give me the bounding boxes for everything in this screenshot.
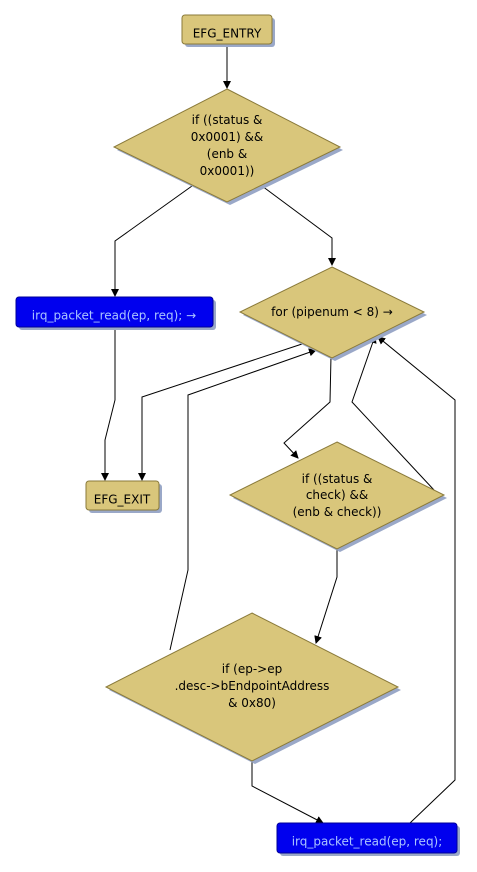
node-condition-endpoint-address-line-1: if (ep->ep [222,662,282,676]
node-condition-check[interactable]: if ((status & check) && (enb & check)) [228,441,447,552]
edge-cond1-to-read1 [111,185,193,297]
edge-read1-to-exit [101,328,116,481]
edges [101,46,456,824]
node-condition-check-line-2: check) && [306,488,368,502]
node-condition-status-enb-line-1: if ((status & [192,113,263,127]
edge-cond2-to-loop [351,335,435,491]
node-condition-status-enb-line-4: 0x0001)) [200,164,255,178]
node-irq-packet-read-1-label: irq_packet_read(ep, req); → [32,309,196,323]
edge-cond2-to-cond3 [314,548,338,644]
node-condition-check-line-1: if ((status & [302,472,373,486]
edge-loop-to-cond2 [283,355,332,459]
edge-read2-to-loop [377,336,456,824]
edge-loop-to-exit [138,343,303,481]
node-condition-status-enb-line-3: (enb & [207,147,247,161]
node-condition-check-line-3: (enb & check)) [293,505,382,519]
node-for-loop[interactable]: for (pipenum < 8) → [238,266,427,361]
node-condition-endpoint-address[interactable]: if (ep->ep .desc->bEndpointAddress & 0x8… [104,612,401,764]
node-irq-packet-read-2[interactable]: irq_packet_read(ep, req); [276,822,460,856]
edge-cond3-to-loop [169,348,317,651]
node-efg-entry-label: EFG_ENTRY [193,27,262,41]
edge-cond3-to-read2 [251,760,324,824]
node-efg-exit-label: EFG_EXIT [94,493,151,507]
node-condition-status-enb-line-2: 0x0001) && [191,130,264,144]
node-condition-endpoint-address-line-2: .desc->bEndpointAddress [175,679,330,693]
node-condition-status-enb[interactable]: if ((status & 0x0001) && (enb & 0x0001)) [112,88,343,205]
node-efg-exit[interactable]: EFG_EXIT [85,480,162,513]
node-condition-endpoint-address-line-3: & 0x80) [228,696,276,710]
edge-cond1-to-loop [261,185,336,266]
node-efg-entry[interactable]: EFG_ENTRY [181,14,275,47]
node-irq-packet-read-2-label: irq_packet_read(ep, req); [292,835,443,849]
node-irq-packet-read-1[interactable]: irq_packet_read(ep, req); → [15,296,216,330]
node-for-loop-label: for (pipenum < 8) → [271,305,393,319]
